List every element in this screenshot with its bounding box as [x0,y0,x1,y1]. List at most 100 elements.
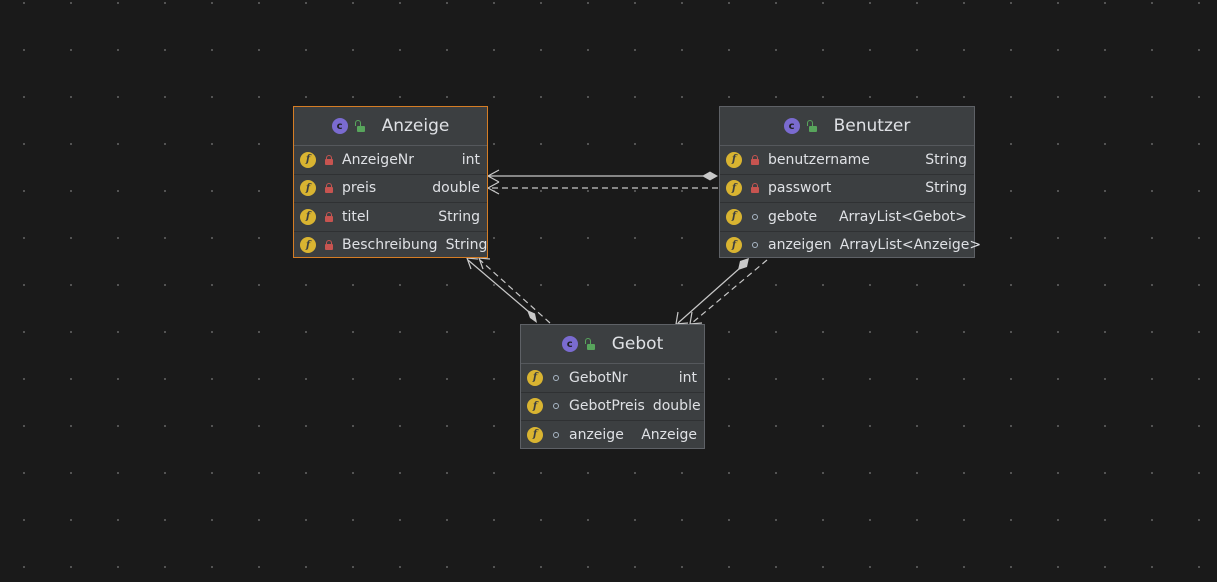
grid-dot [1151,566,1153,568]
grid-dot [1104,96,1106,98]
grid-dot [211,237,213,239]
grid-dot [681,96,683,98]
field-name: GebotPreis [569,398,645,415]
grid-dot [23,2,25,4]
grid-dot [23,519,25,521]
grid-dot [1057,425,1059,427]
field-type: String [925,180,967,197]
private-lock-icon [322,211,336,222]
grid-dot [70,331,72,333]
grid-dot [775,331,777,333]
grid-dot [164,378,166,380]
grid-dot [211,472,213,474]
grid-dot [352,2,354,4]
grid-dot [681,190,683,192]
grid-dot [117,96,119,98]
grid-dot [305,566,307,568]
grid-dot [540,237,542,239]
grid-dot [117,190,119,192]
grid-dot [23,237,25,239]
grid-dot [634,143,636,145]
grid-dot [728,331,730,333]
grid-dot [446,284,448,286]
grid-dot [775,472,777,474]
private-lock-icon [748,183,762,194]
grid-dot [493,96,495,98]
grid-dot [1151,96,1153,98]
grid-dot [1198,237,1200,239]
grid-dot [916,2,918,4]
grid-dot [305,284,307,286]
grid-dot [23,425,25,427]
grid-dot [258,143,260,145]
grid-dot [963,566,965,568]
grid-dot [352,566,354,568]
grid-dot [399,472,401,474]
grid-dot [775,96,777,98]
grid-dot [728,96,730,98]
field-icon: f [726,237,742,254]
grid-dot [446,566,448,568]
package-visibility-icon [549,431,563,438]
grid-dot [1010,96,1012,98]
grid-dot [70,284,72,286]
grid-dot [775,566,777,568]
grid-dot [1010,472,1012,474]
grid-dot [587,472,589,474]
grid-dot [1010,49,1012,51]
grid-dot [916,284,918,286]
grid-dot [681,472,683,474]
field-name: anzeige [569,426,624,443]
grid-dot [822,425,824,427]
grid-dot [493,519,495,521]
field-name: Beschreibung [342,237,438,254]
grid-dot [587,190,589,192]
grid-dot [916,378,918,380]
grid-dot [1198,2,1200,4]
grid-dot [399,425,401,427]
grid-dot [23,190,25,192]
grid-dot [164,425,166,427]
grid-dot [634,190,636,192]
grid-dot [305,378,307,380]
grid-dot [70,49,72,51]
grid-dot [963,96,965,98]
grid-dot [1198,143,1200,145]
grid-dot [258,190,260,192]
grid-dot [117,2,119,4]
grid-dot [1057,519,1059,521]
grid-dot [164,519,166,521]
grid-dot [70,190,72,192]
grid-dot [822,96,824,98]
grid-dot [258,237,260,239]
grid-dot [1057,96,1059,98]
grid-dot [70,519,72,521]
grid-dot [258,49,260,51]
grid-dot [23,49,25,51]
grid-dot [446,96,448,98]
field-name: GebotNr [569,369,628,386]
grid-dot [399,96,401,98]
grid-dot [211,378,213,380]
grid-dot [305,331,307,333]
grid-dot [1104,2,1106,4]
field-name: gebote [768,208,818,225]
grid-dot [211,143,213,145]
grid-dot [681,519,683,521]
grid-dot [540,143,542,145]
